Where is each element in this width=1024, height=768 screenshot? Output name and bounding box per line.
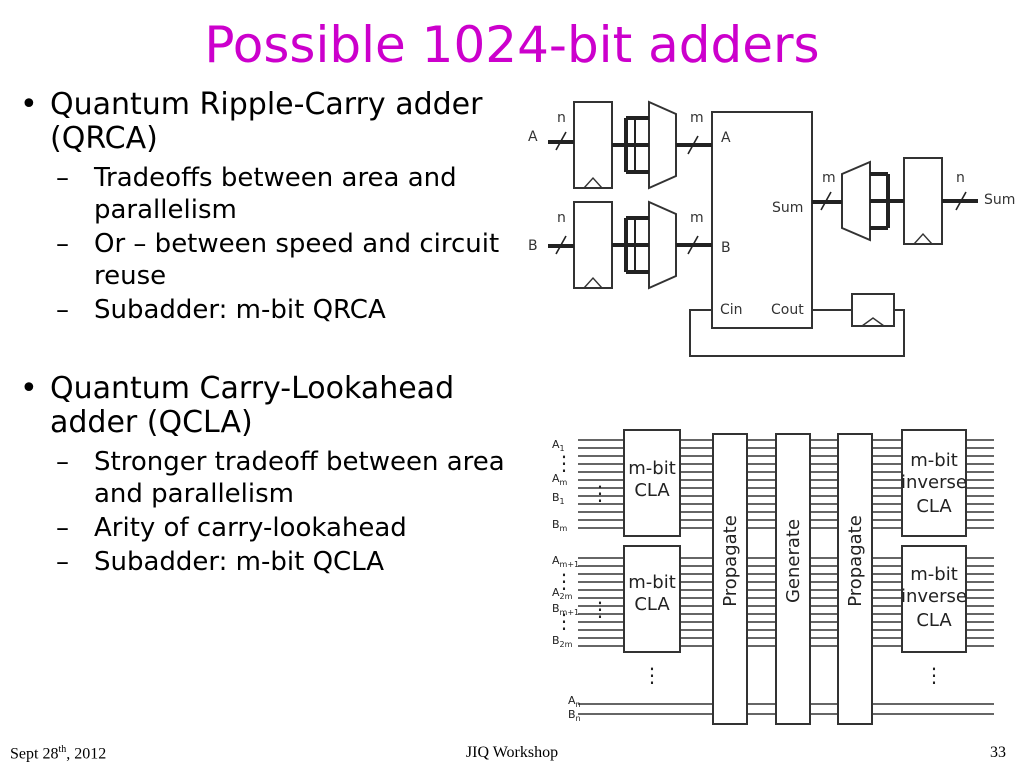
bullet-text: Quantum Carry-Lookahead adder (QCLA) (50, 371, 455, 440)
input-label: Am+1 (552, 554, 579, 569)
bullet-text: Quantum Ripple-Carry adder (QRCA) (50, 87, 483, 156)
label-input-a: A (528, 129, 538, 145)
generate-label: Generate (783, 519, 804, 603)
cla-block-2 (623, 545, 681, 653)
dash-marker: – (56, 295, 69, 325)
generate-column (775, 433, 811, 725)
sub-bullet-text: Subadder: m-bit QCLA (94, 547, 385, 577)
sub-bullet: –Subadder: m-bit QCLA (18, 546, 518, 578)
cla-block-label: CLA (634, 594, 670, 615)
cla-block-label: CLA (634, 480, 670, 501)
propagate-label: Propagate (720, 515, 741, 607)
ellipsis: ⋮ (924, 663, 944, 687)
bullet-marker: • (20, 371, 38, 406)
label-port-cout: Cout (771, 302, 804, 318)
ellipsis: ⋮ (590, 481, 610, 505)
dash-marker: – (56, 447, 69, 477)
qrca-subadder (711, 111, 813, 329)
label-port-a: A (721, 130, 731, 146)
bullet-list: • Quantum Ripple-Carry adder (QRCA) –Tra… (18, 88, 518, 580)
propagate-column-2 (837, 433, 873, 725)
register-sum (903, 157, 943, 245)
label-output-sum: Sum (984, 192, 1015, 208)
cla-block-label: m-bit (628, 458, 676, 479)
label-width-n: n (557, 210, 566, 226)
register-carry (851, 293, 895, 327)
inverse-cla-block-2 (901, 545, 967, 653)
input-label: B1 (552, 491, 565, 506)
inverse-block-label: m-bit (910, 564, 958, 585)
label-width-m: m (690, 110, 704, 126)
cla-block-label: m-bit (628, 572, 676, 593)
bullet-qrca: • Quantum Ripple-Carry adder (QRCA) (18, 88, 518, 156)
sub-bullet-text: Arity of carry-lookahead (94, 513, 407, 543)
cla-block-1 (623, 429, 681, 537)
input-label: Bn (568, 708, 581, 723)
page-number: 33 (990, 744, 1006, 761)
ellipsis: ⋮ (590, 597, 610, 621)
input-label: A1 (552, 438, 565, 453)
footer-date: Sept 28th, 2012 (10, 744, 106, 763)
sub-bullet-text: Tradeoffs between area and parallelism (94, 163, 457, 225)
qrca-diagram: A B n n m m m n A B Sum Cin Cout Sum (528, 100, 1015, 357)
merger-sum (841, 160, 871, 242)
sub-bullet: –Arity of carry-lookahead (18, 512, 518, 544)
sub-bullet-text: Or – between speed and circuit reuse (94, 229, 500, 291)
inverse-block-label: CLA (916, 496, 952, 517)
footer-date-sup: th (58, 744, 67, 755)
inverse-block-label: CLA (916, 610, 952, 631)
propagate-column (712, 433, 748, 725)
sub-bullet-list: –Stronger tradeoff between area and para… (18, 446, 518, 578)
ellipsis: ⋮ (554, 569, 574, 593)
dash-marker: – (56, 229, 69, 259)
sub-bullet: –Tradeoffs between area and parallelism (18, 162, 518, 226)
footer-event: JIQ Workshop (465, 744, 559, 761)
ellipsis: ⋮ (642, 663, 662, 687)
dash-marker: – (56, 547, 69, 577)
label-port-cin: Cin (720, 302, 743, 318)
label-width-n: n (557, 110, 566, 126)
inverse-block-label: inverse (901, 472, 967, 493)
inverse-block-label: m-bit (910, 450, 958, 471)
label-input-b: B (528, 238, 538, 254)
register-b (573, 201, 613, 289)
input-label: Bm (552, 518, 568, 533)
register-a (573, 101, 613, 189)
sub-bullet: –Or – between speed and circuit reuse (18, 228, 518, 292)
inverse-block-label: inverse (901, 586, 967, 607)
bullet-qcla: • Quantum Carry-Lookahead adder (QCLA) (18, 372, 518, 440)
input-label: Am (552, 472, 568, 487)
sub-bullet-text: Subadder: m-bit QRCA (94, 295, 386, 325)
label-width-m: m (690, 210, 704, 226)
inverse-cla-block-1 (901, 429, 967, 537)
footer-date-prefix: Sept 28 (10, 745, 59, 763)
sub-bullet: –Subadder: m-bit QRCA (18, 294, 518, 326)
input-label: A2m (552, 586, 573, 601)
dash-marker: – (56, 163, 69, 193)
label-port-b: B (721, 240, 731, 256)
bullet-marker: • (20, 87, 38, 122)
splitter-a (648, 100, 677, 190)
label-width-n: n (956, 170, 965, 186)
ellipsis: ⋮ (554, 609, 574, 633)
slide-title: Possible 1024-bit adders (204, 16, 820, 74)
propagate-label-2: Propagate (845, 515, 866, 607)
label-width-m: m (822, 170, 836, 186)
footer-date-suffix: , 2012 (66, 745, 107, 763)
sub-bullet-text: Stronger tradeoff between area and paral… (94, 447, 505, 509)
sub-bullet-list: –Tradeoffs between area and parallelism … (18, 162, 518, 326)
ellipsis: ⋮ (554, 451, 574, 475)
qcla-diagram: m-bit CLA m-bit CLA m-bit inverse CLA m-… (552, 429, 994, 725)
input-label: An (568, 694, 581, 709)
label-port-sum: Sum (772, 200, 803, 216)
input-label: B2m (552, 634, 573, 649)
sub-bullet: –Stronger tradeoff between area and para… (18, 446, 518, 510)
input-label: Bm+1 (552, 602, 579, 617)
splitter-b (648, 200, 677, 290)
dash-marker: – (56, 513, 69, 543)
